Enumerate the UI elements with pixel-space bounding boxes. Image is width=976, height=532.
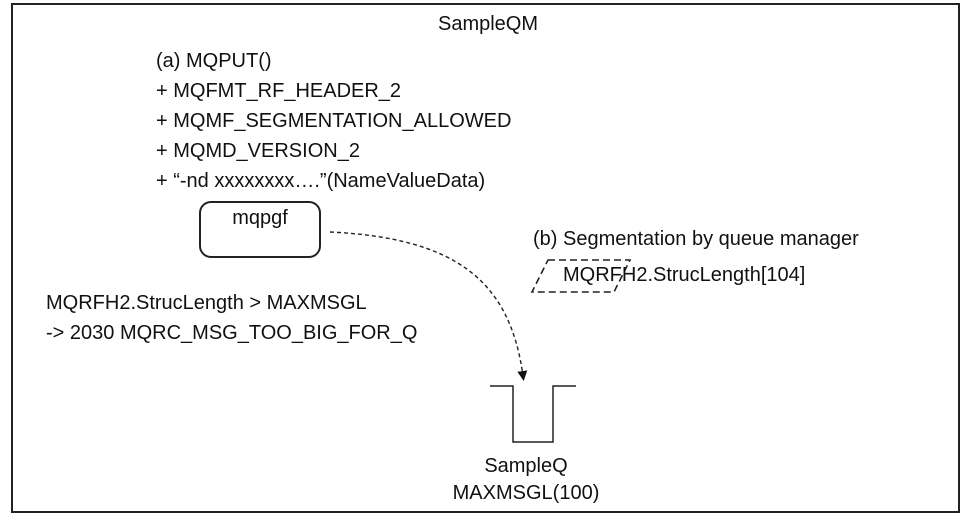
step-name-value-data: + “-nd xxxxxxxx….”(NameValueData) xyxy=(156,170,486,192)
error-result: -> 2030 MQRC_MSG_TOO_BIG_FOR_Q xyxy=(46,322,418,344)
queue-manager-frame xyxy=(11,3,960,513)
segmentation-title: (b) Segmentation by queue manager xyxy=(533,228,859,250)
mqput-steps: (a) MQPUT() + MQFMT_RF_HEADER_2 + MQMF_S… xyxy=(156,46,511,196)
error-note: MQRFH2.StrucLength > MAXMSGL -> 2030 MQR… xyxy=(46,288,417,348)
segment-shape xyxy=(530,259,632,293)
put-arrow xyxy=(329,231,528,381)
queue-shape xyxy=(490,385,576,443)
program-box: mqpgf xyxy=(199,201,321,258)
queue-name: SampleQ xyxy=(484,455,568,477)
step-md-version: + MQMD_VERSION_2 xyxy=(156,140,360,162)
segmentation-struc-length: MQRFH2.StrucLength[104] xyxy=(563,264,806,286)
program-label: mqpgf xyxy=(232,207,288,229)
step-mqput: (a) MQPUT() xyxy=(156,50,272,72)
queue-manager-title: SampleQM xyxy=(437,13,539,35)
step-segmentation-allowed: + MQMF_SEGMENTATION_ALLOWED xyxy=(156,110,512,132)
error-condition: MQRFH2.StrucLength > MAXMSGL xyxy=(46,292,367,314)
queue-maxmsgl: MAXMSGL(100) xyxy=(452,482,600,504)
step-rf-header: + MQFMT_RF_HEADER_2 xyxy=(156,80,402,102)
